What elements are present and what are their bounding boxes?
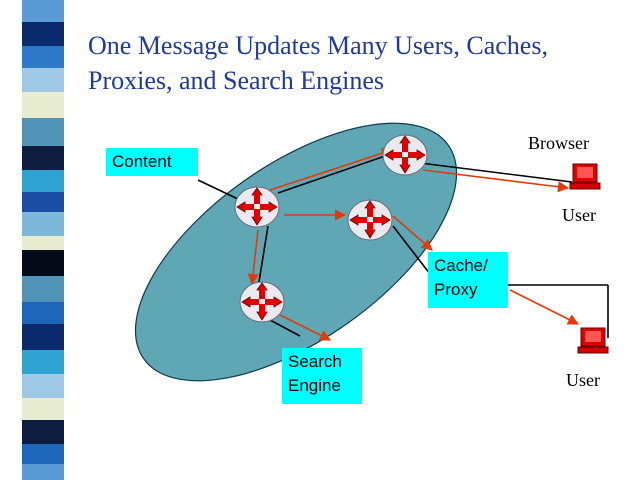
decorative-strip	[22, 0, 64, 480]
slide-title: One Message Updates Many Users, Caches, …	[88, 31, 548, 95]
network-cloud	[134, 122, 458, 382]
search-engine-label: Search Engine	[282, 348, 362, 404]
router-icon	[347, 199, 393, 241]
cache-label-line1: Cache/	[434, 256, 488, 275]
content-label-text: Content	[112, 152, 172, 171]
router-icon	[239, 281, 285, 323]
content-label: Content	[106, 148, 198, 176]
router-icon	[234, 186, 280, 228]
network-links	[197, 154, 609, 338]
search-label-line1: Search	[288, 352, 342, 371]
computer-icon	[577, 327, 609, 354]
cache-label-line2: Proxy	[434, 280, 478, 299]
browser-label: Browser	[528, 133, 589, 153]
computer-icon	[569, 163, 601, 190]
search-label-line2: Engine	[288, 376, 341, 395]
user-top-label: User	[562, 205, 596, 225]
message-arrows	[247, 147, 580, 341]
user-bottom-label: User	[566, 370, 600, 390]
cache-proxy-label: Cache/ Proxy	[428, 252, 508, 308]
router-icon	[382, 134, 428, 176]
